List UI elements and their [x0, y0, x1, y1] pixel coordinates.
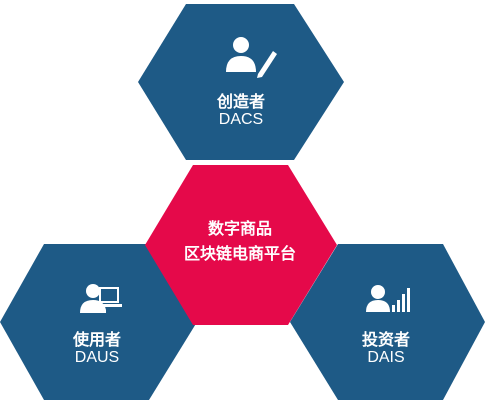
investor-hexagon-shape	[290, 244, 485, 400]
platform-hexagon-shape	[145, 165, 337, 325]
investor-hexagon: 投资者 DAIS	[290, 244, 485, 400]
creator-title-cn: 创造者	[216, 92, 265, 111]
platform-title-line2: 区块链电商平台	[184, 244, 296, 263]
platform-title-line1: 数字商品	[208, 219, 272, 238]
creator-hexagon: 创造者 DACS	[138, 4, 344, 160]
person-at-laptop-icon	[80, 284, 122, 313]
user-title-cn: 使用者	[72, 330, 121, 349]
investor-title-en: DAIS	[367, 349, 404, 366]
creator-title-en: DACS	[219, 111, 263, 128]
user-title-en: DAUS	[75, 349, 119, 366]
user-hexagon-shape	[0, 244, 197, 400]
person-with-pen-icon	[226, 37, 277, 78]
person-with-bar-chart-icon	[366, 285, 410, 312]
platform-hexagon: 数字商品 区块链电商平台	[145, 165, 337, 325]
user-hexagon: 使用者 DAUS	[0, 244, 197, 400]
investor-title-cn: 投资者	[362, 330, 410, 349]
creator-hexagon-shape	[138, 4, 344, 160]
